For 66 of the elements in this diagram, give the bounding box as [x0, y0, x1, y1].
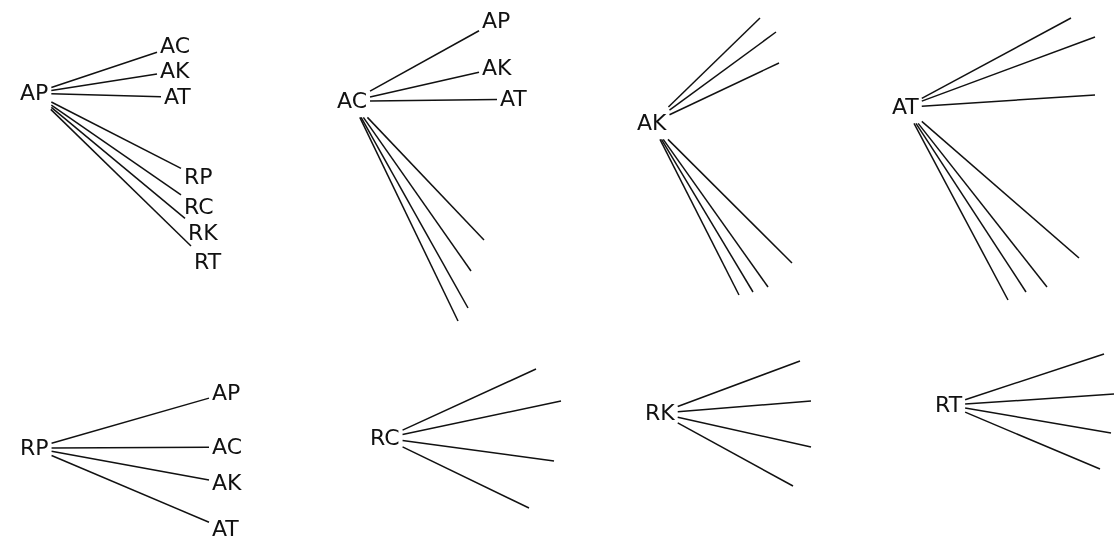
connector-line — [50, 450, 210, 481]
connector-line — [50, 92, 162, 98]
node-label: RP — [20, 435, 49, 462]
node-label: AK — [637, 110, 667, 137]
connector-line — [917, 122, 1048, 288]
node-label: AK — [212, 470, 242, 497]
node-label: AT — [164, 84, 191, 111]
connector-line — [660, 138, 754, 293]
node-label: AK — [160, 58, 190, 85]
node-label: RK — [645, 400, 675, 427]
connector-line — [964, 407, 1112, 434]
node-label: RC — [370, 425, 400, 452]
connector-line — [50, 101, 182, 170]
connector-line — [401, 368, 537, 431]
connector-line — [964, 393, 1115, 405]
connector-line — [964, 353, 1105, 401]
connector-line — [50, 108, 192, 247]
connector-line — [50, 446, 210, 449]
node-label: AP — [212, 380, 241, 407]
connector-line — [913, 122, 1009, 301]
connector-line — [662, 138, 769, 288]
connector-line — [369, 29, 480, 92]
connector-line — [676, 416, 812, 448]
node-label: RT — [935, 392, 963, 419]
connector-line — [50, 104, 182, 196]
connector-line — [676, 422, 794, 487]
node-label: AC — [337, 88, 368, 115]
node-label: AP — [482, 8, 511, 35]
connector-line — [50, 73, 158, 92]
connector-line — [50, 454, 210, 523]
node-label: AC — [160, 33, 191, 60]
connector-line — [50, 51, 158, 89]
connector-line — [921, 94, 1096, 107]
connector-line — [921, 17, 1072, 100]
node-label: RT — [194, 249, 222, 276]
node-label: AK — [482, 55, 512, 82]
connector-line — [401, 446, 530, 509]
connector-line — [362, 116, 472, 272]
connector-line — [668, 62, 780, 116]
connector-line — [676, 360, 801, 408]
connector-line — [921, 36, 1096, 102]
node-label: RP — [184, 164, 213, 191]
connector-line — [668, 31, 777, 111]
connector-line — [369, 71, 480, 98]
node-label: RK — [188, 220, 218, 247]
connector-line — [667, 17, 761, 108]
connector-line — [667, 138, 793, 264]
connector-line — [921, 120, 1080, 259]
node-label: AP — [20, 80, 49, 107]
connector-line — [50, 397, 210, 444]
connector-line — [50, 106, 186, 220]
node-label: AT — [500, 86, 527, 113]
connector-line — [915, 122, 1027, 293]
node-label: AT — [212, 516, 239, 543]
connector-line — [360, 116, 469, 309]
connector-line — [401, 439, 555, 462]
connector-line — [359, 116, 459, 322]
connector-line — [659, 138, 740, 296]
node-label: AT — [892, 94, 919, 121]
connector-line — [369, 98, 498, 102]
node-label: AC — [212, 434, 243, 461]
connector-line — [401, 400, 562, 436]
connector-line — [964, 411, 1101, 470]
node-label: RC — [184, 194, 214, 221]
connector-line — [366, 116, 485, 241]
connector-line — [676, 400, 812, 413]
